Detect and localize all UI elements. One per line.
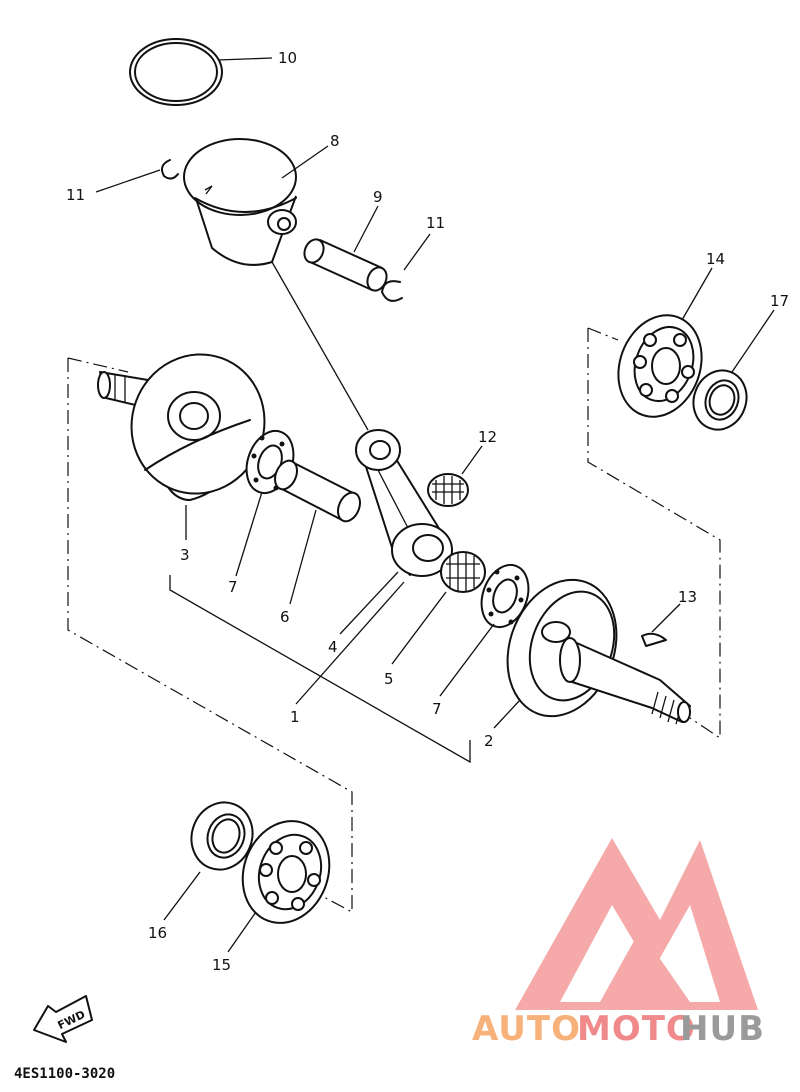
- callout-17: 17: [770, 292, 789, 310]
- callout-14: 14: [706, 250, 725, 268]
- piston: [183, 138, 297, 266]
- piston-ring: [129, 38, 223, 106]
- automotohub-logo: [515, 838, 758, 1010]
- callout-10: 10: [278, 49, 297, 67]
- oil-seal-right: [692, 369, 748, 431]
- small-end-bearing: [427, 473, 469, 507]
- brand-hub: HUB: [680, 1009, 765, 1049]
- callout-3: 3: [180, 546, 190, 564]
- diagram-part-code: 4ES1100-3020: [14, 1066, 115, 1082]
- brand-auto: AUTO: [472, 1009, 581, 1049]
- callout-1: 1: [290, 708, 300, 726]
- woodruff-key: [641, 632, 667, 647]
- logo-mark-inner: [600, 930, 690, 1002]
- piston-guide-line: [271, 261, 369, 431]
- callout-7: 7: [228, 578, 238, 596]
- assembly-outline-right: [587, 327, 721, 740]
- main-bearing-left: [241, 820, 331, 924]
- oil-seal-left: [190, 801, 254, 871]
- callout-5: 5: [384, 670, 394, 688]
- connecting-rod: [355, 429, 453, 577]
- assembly-outline-left: [67, 357, 353, 913]
- callout-6: 6: [280, 608, 290, 626]
- thrust-washer-right: [480, 564, 530, 628]
- fwd-arrow-icon: [33, 995, 93, 1043]
- brand-moto: MOTO: [577, 1009, 696, 1049]
- callout-9: 9: [373, 188, 383, 206]
- circlip-right: [381, 280, 403, 302]
- callout-16: 16: [148, 924, 167, 942]
- callout-12: 12: [478, 428, 497, 446]
- callout-8: 8: [330, 132, 340, 150]
- circlip-left: [161, 159, 179, 180]
- crank-half-right: [506, 578, 691, 725]
- leader-lines: [95, 57, 775, 953]
- callout-11: 11: [66, 186, 85, 204]
- piston-pin: [303, 238, 388, 292]
- main-bearing-right: [617, 314, 703, 418]
- callout-2: 2: [484, 732, 494, 750]
- callout-11: 11: [426, 214, 445, 232]
- callout-15: 15: [212, 956, 231, 974]
- callout-13: 13: [678, 588, 697, 606]
- big-end-bearing: [440, 551, 486, 593]
- crankshaft-bracket: [169, 575, 471, 764]
- crank-half-left: [97, 353, 266, 501]
- callout-7: 7: [432, 700, 442, 718]
- callout-4: 4: [328, 638, 338, 656]
- crank-pin: [274, 459, 361, 523]
